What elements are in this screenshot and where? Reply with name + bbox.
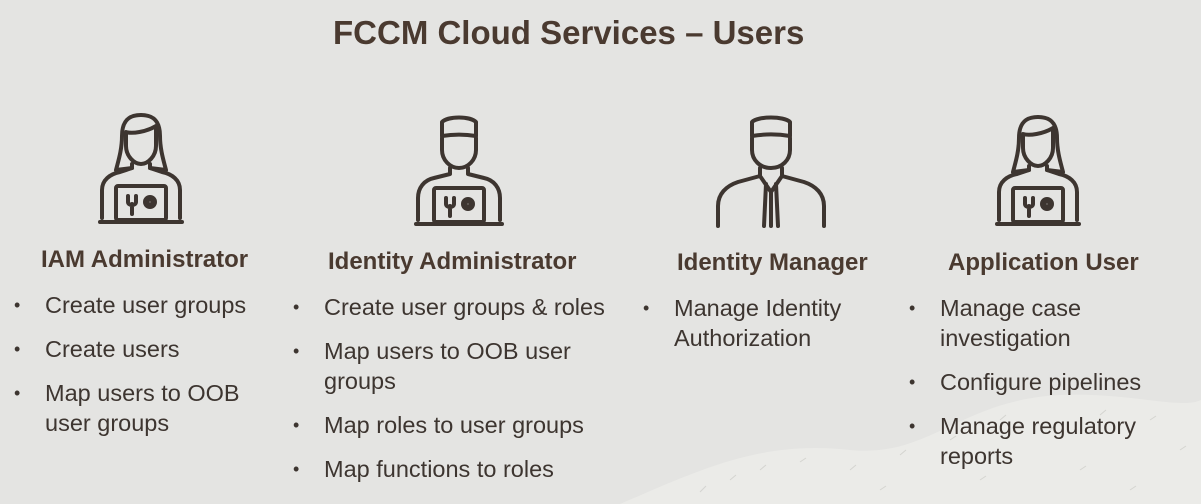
list-item: •Map roles to user groups	[293, 412, 584, 438]
role-title: Identity Manager	[677, 249, 868, 276]
male-user-suit-icon	[716, 115, 826, 228]
role-title: IAM Administrator	[41, 246, 249, 273]
role-title: Identity Administrator	[328, 248, 577, 275]
list-item: •Create users	[14, 336, 180, 362]
list-item: •Manage case investigation	[909, 295, 1082, 351]
list-item: •Create user groups & roles	[293, 294, 605, 320]
list-item: •Map users to OOB user groups	[293, 338, 571, 394]
list-item: •Map functions to roles	[293, 456, 554, 482]
male-user-laptop-icon	[414, 115, 504, 226]
female-user-laptop-icon	[995, 115, 1081, 226]
page-title: FCCM Cloud Services – Users	[333, 14, 805, 51]
list-item: •Manage regulatory reports	[909, 413, 1136, 469]
list-item: •Manage Identity Authorization	[643, 295, 842, 351]
list-item: •Map users to OOB user groups	[14, 380, 240, 436]
list-item: •Configure pipelines	[909, 369, 1142, 395]
list-item: •Create user groups	[14, 292, 247, 318]
role-title: Application User	[948, 249, 1139, 276]
female-user-laptop-icon	[98, 113, 184, 224]
